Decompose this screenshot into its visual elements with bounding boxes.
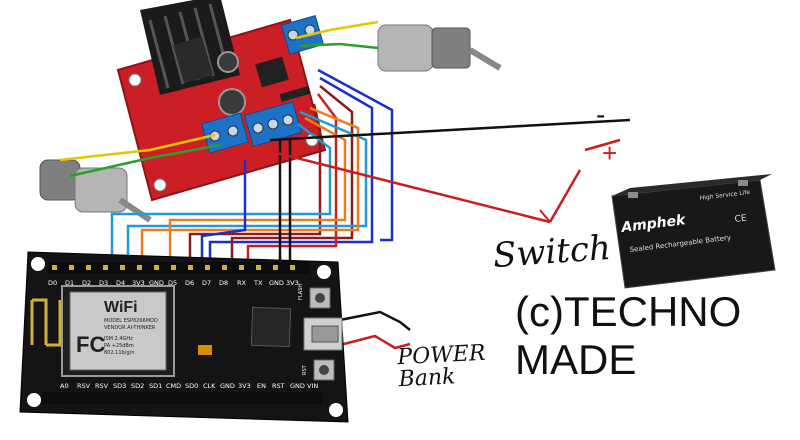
watermark-line2: MADE <box>515 336 637 383</box>
pin-label: D7 <box>202 279 211 287</box>
antenna-icon <box>30 298 62 347</box>
nodemcu-board: D0 D1 D2 D3 D4 3V3 GND D5 D6 D7 D8 RX TX… <box>19 251 349 423</box>
motor-wires <box>59 20 379 178</box>
pin-label: GND <box>269 279 284 287</box>
motor-icon <box>377 24 502 72</box>
usb-icon[interactable] <box>303 317 343 351</box>
pin-label: D5 <box>168 279 177 287</box>
pin-label: RSV <box>95 382 109 390</box>
module-line: PA +25dBm <box>104 343 134 349</box>
switch-label: Switch <box>491 227 613 277</box>
control-wires <box>110 68 394 262</box>
pin-label: GND <box>290 382 305 390</box>
pin-label: D6 <box>185 279 194 287</box>
flash-button[interactable] <box>309 287 331 309</box>
rst-button[interactable] <box>313 359 335 381</box>
power-bank-label: POWER Bank <box>397 341 487 393</box>
pin-label: TX <box>253 279 263 287</box>
flash-label: FLASH <box>298 284 304 300</box>
esp8266-module: WiFi FC MODEL ESP8266MOD VENDOR AI-THINK… <box>61 285 175 377</box>
pin-label: 3V3 <box>286 279 299 287</box>
minus-sign: - <box>596 99 605 130</box>
top-header: D0 D1 D2 D3 D4 3V3 GND D5 D6 D7 D8 RX TX… <box>48 262 310 287</box>
pin-label: SD1 <box>149 382 162 390</box>
module-line: MODEL ESP8266MOD <box>104 318 158 324</box>
pin-label: EN <box>257 382 266 390</box>
motor-driver-board <box>116 0 327 202</box>
watermark-line1: (c)TECHNO <box>515 288 742 335</box>
pin-label: D8 <box>219 279 228 287</box>
pin-label: CMD <box>166 382 181 390</box>
pin-label: RSV <box>77 382 91 390</box>
pin-label: VIN <box>307 382 318 390</box>
pin-label: SD2 <box>131 382 144 390</box>
pin-label: RX <box>237 279 247 287</box>
pin-label: D1 <box>65 279 74 287</box>
motor-icon <box>39 159 152 223</box>
battery-ce: CE <box>734 214 747 225</box>
pin-label: D4 <box>116 279 125 287</box>
plus-sign: + <box>602 138 617 168</box>
battery-icon: Amphek Sealed Rechargeable Battery High … <box>611 174 776 289</box>
pin-label: D0 <box>48 279 57 287</box>
fc-logo: FC <box>76 332 105 357</box>
pin-label: 3V3 <box>132 279 145 287</box>
pin-label: D3 <box>99 279 108 287</box>
terminal-motor-b <box>201 112 249 154</box>
power-bank-cable <box>339 310 411 350</box>
bottom-header: A0 RSV RSV SD3 SD2 SD1 CMD SD0 CLK GND 3… <box>42 382 322 404</box>
pin-label: GND <box>220 382 235 390</box>
switch-gap <box>539 209 551 223</box>
module-line: VENDOR AI-THINKER <box>104 325 156 331</box>
pin-label: SD0 <box>185 382 198 390</box>
rst-label: RST <box>302 364 308 375</box>
watermark: (c)TECHNO MADE <box>515 288 795 384</box>
power-label-line2: Bank <box>397 364 456 393</box>
capacitor-icon <box>217 51 246 116</box>
pin-label: D2 <box>82 279 91 287</box>
pin-label: A0 <box>60 382 69 390</box>
power-wires <box>264 118 631 262</box>
pin-label: CLK <box>203 382 216 390</box>
wifi-logo: WiFi <box>104 299 138 316</box>
terminal-power <box>243 101 303 147</box>
pin-label: GND <box>149 279 164 287</box>
pin-label: SD3 <box>113 382 126 390</box>
pin-label: 3V3 <box>238 382 251 390</box>
pin-label: RST <box>272 382 285 390</box>
module-line: 802.11b/g/n <box>104 350 134 356</box>
module-line: ISM 2.4GHz <box>104 336 133 342</box>
